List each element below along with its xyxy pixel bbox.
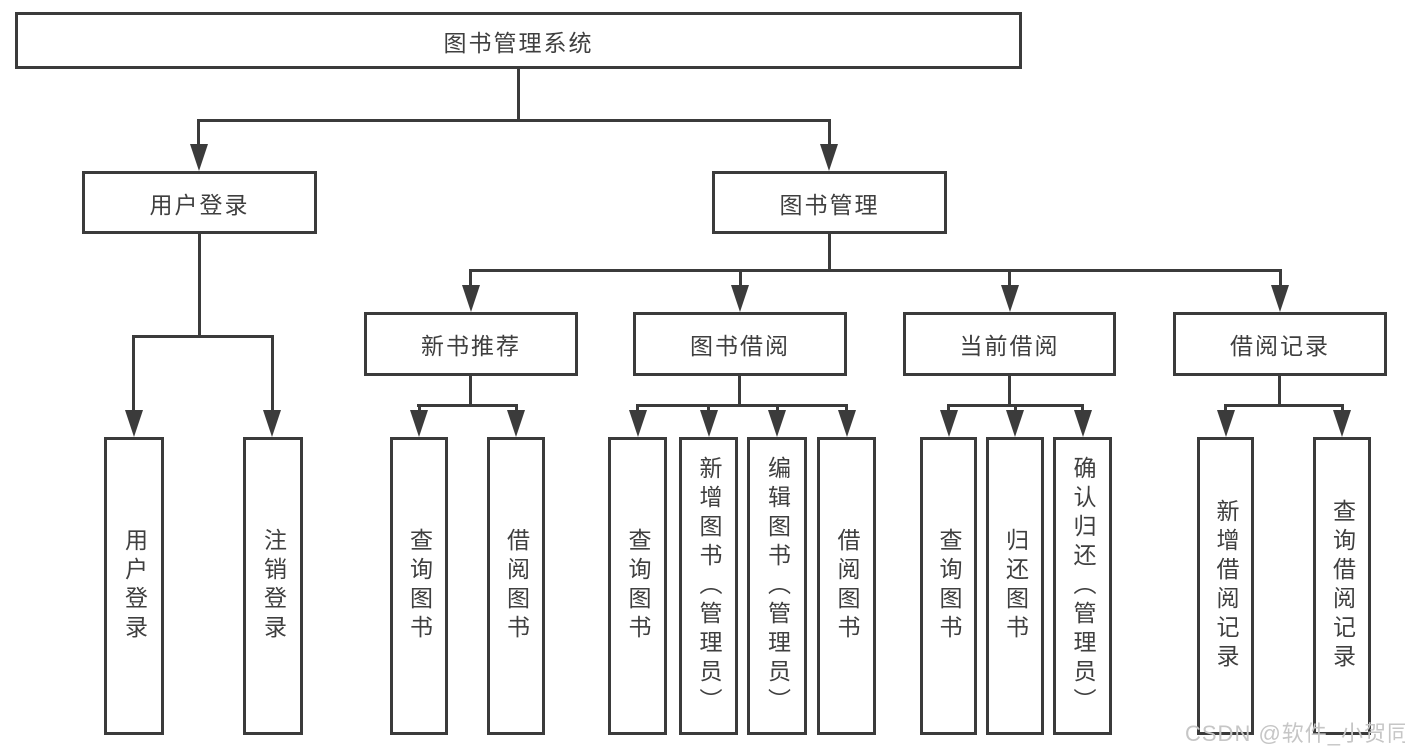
node-label: 图书借阅 bbox=[690, 333, 790, 359]
connector-records-drop1 bbox=[1224, 404, 1227, 412]
node-book-borrowing: 图书借阅 bbox=[633, 312, 847, 376]
leaf-query-books-borrowing: 查询图书 bbox=[608, 437, 667, 735]
connector-bookmgmt-drop4 bbox=[1279, 269, 1282, 288]
arrow-down-icon bbox=[1333, 410, 1351, 437]
connector-bookmgmt-drop3 bbox=[1008, 269, 1011, 288]
leaf-label: 查询图书 bbox=[625, 528, 651, 644]
arrow-down-icon bbox=[1001, 285, 1019, 312]
connector-current-drop2 bbox=[1014, 404, 1017, 412]
connector-current-drop3 bbox=[1081, 404, 1084, 412]
arrow-down-icon bbox=[410, 410, 428, 437]
connector-records-stem bbox=[1278, 376, 1281, 407]
arrow-down-icon bbox=[1074, 410, 1092, 437]
leaf-query-books-current: 查询图书 bbox=[920, 437, 977, 735]
leaf-query-books-recommend: 查询图书 bbox=[390, 437, 448, 735]
leaf-label: 查询借阅记录 bbox=[1329, 499, 1356, 673]
connector-newbook-stem bbox=[469, 376, 472, 407]
connector-current-stem bbox=[1008, 376, 1011, 407]
arrow-down-icon bbox=[263, 410, 281, 437]
connector-current-drop1 bbox=[947, 404, 950, 412]
leaf-query-borrow-record: 查询借阅记录 bbox=[1313, 437, 1371, 735]
connector-bookmgmt-drop1 bbox=[469, 269, 472, 288]
connector-newbook-hline bbox=[417, 404, 518, 407]
node-label: 用户登录 bbox=[149, 191, 250, 218]
connector-root-drop-left bbox=[197, 119, 200, 150]
csdn-watermark: CSDN @软件_小贺同学 bbox=[1185, 721, 1405, 746]
leaf-label: 新增图书（管理员） bbox=[696, 455, 722, 717]
connector-bookmgmt-hline bbox=[469, 269, 1282, 272]
leaf-user-login: 用户登录 bbox=[104, 437, 164, 735]
leaf-label: 用户登录 bbox=[121, 528, 148, 644]
connector-borrowing-hline bbox=[636, 404, 848, 407]
connector-borrowing-drop4 bbox=[845, 404, 848, 412]
node-label: 当前借阅 bbox=[959, 333, 1060, 359]
arrow-down-icon bbox=[731, 285, 749, 312]
connector-borrowing-drop3 bbox=[776, 404, 779, 412]
leaf-label: 查询图书 bbox=[406, 528, 433, 644]
leaf-label: 查询图书 bbox=[936, 528, 962, 644]
arrow-down-icon bbox=[629, 410, 647, 437]
leaf-add-books-admin: 新增图书（管理员） bbox=[679, 437, 738, 735]
leaf-label: 新增借阅记录 bbox=[1213, 499, 1239, 673]
leaf-borrow-books-recommend: 借阅图书 bbox=[487, 437, 545, 735]
node-label: 图书管理系统 bbox=[443, 29, 594, 56]
node-library-management-system: 图书管理系统 bbox=[15, 12, 1022, 69]
node-borrowing-records: 借阅记录 bbox=[1173, 312, 1387, 376]
leaf-return-books: 归还图书 bbox=[986, 437, 1044, 735]
leaf-add-borrow-record: 新增借阅记录 bbox=[1197, 437, 1254, 735]
node-new-book-recommend: 新书推荐 bbox=[364, 312, 578, 376]
connector-newbook-drop1 bbox=[418, 404, 421, 412]
leaf-label: 归还图书 bbox=[1002, 528, 1029, 644]
arrow-down-icon bbox=[838, 410, 856, 437]
arrow-down-icon bbox=[462, 285, 480, 312]
connector-bookmgmt-drop2 bbox=[739, 269, 742, 288]
connector-records-drop2 bbox=[1341, 404, 1344, 412]
connector-borrowing-drop1 bbox=[636, 404, 639, 412]
connector-root-hline bbox=[197, 119, 831, 122]
arrow-down-icon bbox=[507, 410, 525, 437]
arrow-down-icon bbox=[1217, 410, 1235, 437]
connector-userlogin-drop1 bbox=[132, 335, 135, 412]
connector-userlogin-drop2 bbox=[271, 335, 274, 412]
node-book-management: 图书管理 bbox=[712, 171, 947, 234]
node-label: 借阅记录 bbox=[1230, 333, 1330, 359]
node-label: 新书推荐 bbox=[421, 333, 521, 359]
arrow-down-icon bbox=[700, 410, 718, 437]
connector-root-stem bbox=[517, 69, 520, 120]
arrow-down-icon bbox=[1271, 285, 1289, 312]
arrow-down-icon bbox=[190, 144, 208, 171]
arrow-down-icon bbox=[940, 410, 958, 437]
connector-userlogin-stem bbox=[198, 233, 201, 337]
leaf-edit-books-admin: 编辑图书（管理员） bbox=[747, 437, 807, 735]
leaf-label: 借阅图书 bbox=[834, 528, 860, 644]
leaf-label: 注销登录 bbox=[260, 528, 287, 644]
node-user-login: 用户登录 bbox=[82, 171, 317, 234]
connector-borrowing-drop2 bbox=[707, 404, 710, 412]
connector-userlogin-hline bbox=[132, 335, 274, 338]
connector-records-hline bbox=[1224, 404, 1344, 407]
connector-bookmgmt-stem bbox=[828, 233, 831, 272]
node-label: 图书管理 bbox=[779, 191, 880, 218]
leaf-label: 确认归还（管理员） bbox=[1070, 455, 1096, 717]
leaf-confirm-return-admin: 确认归还（管理员） bbox=[1053, 437, 1112, 735]
node-current-borrowing: 当前借阅 bbox=[903, 312, 1116, 376]
leaf-label: 借阅图书 bbox=[503, 528, 530, 644]
arrow-down-icon bbox=[125, 410, 143, 437]
connector-root-drop-right bbox=[828, 119, 831, 150]
leaf-borrow-books-borrowing: 借阅图书 bbox=[817, 437, 876, 735]
arrow-down-icon bbox=[1006, 410, 1024, 437]
connector-borrowing-stem bbox=[738, 376, 741, 407]
leaf-label: 编辑图书（管理员） bbox=[764, 455, 791, 717]
arrow-down-icon bbox=[820, 144, 838, 171]
arrow-down-icon bbox=[768, 410, 786, 437]
leaf-logout-login: 注销登录 bbox=[243, 437, 303, 735]
connector-newbook-drop2 bbox=[515, 404, 518, 412]
